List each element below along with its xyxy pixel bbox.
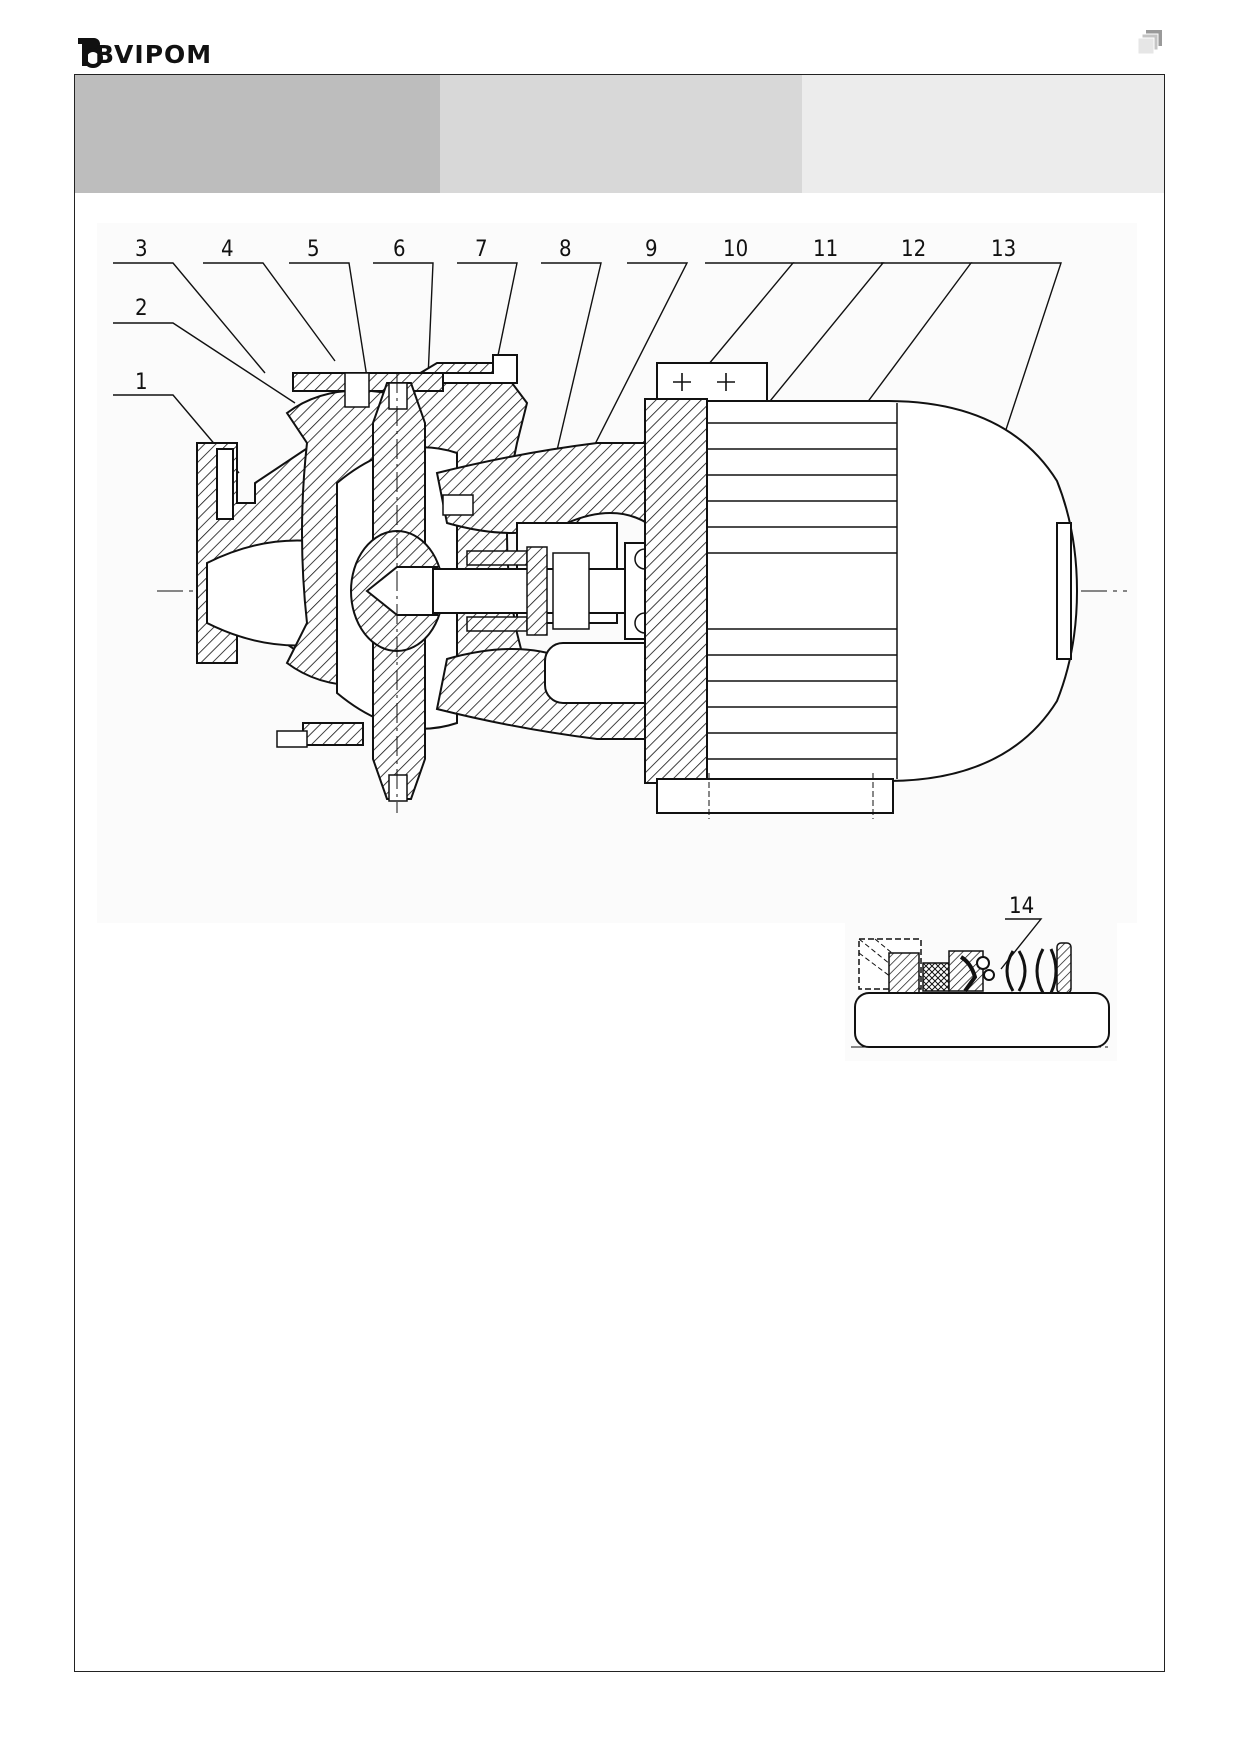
header-band-1	[75, 75, 440, 193]
header-band-2	[440, 75, 802, 193]
callout-3: 3	[135, 237, 148, 262]
callout-labels: 3 4 5 6 7 8 9 10 11 12 13 2 1	[135, 237, 1016, 395]
callout-12: 12	[901, 237, 926, 262]
impeller	[350, 373, 444, 813]
callout-2: 2	[135, 296, 148, 321]
motor-cooling-fins	[707, 403, 898, 779]
pump-cross-section-drawing: 3 4 5 6 7 8 9 10 11 12 13 2 1	[97, 223, 1137, 923]
mechanical-seal-detail-drawing: 14	[845, 891, 1117, 1061]
callout-4: 4	[221, 237, 234, 262]
callout-13: 13	[991, 237, 1016, 262]
callout-8: 8	[559, 237, 572, 262]
page-stack-icon	[1137, 30, 1162, 55]
header-band-3	[802, 75, 1164, 193]
motor	[644, 362, 1079, 819]
callout-9: 9	[645, 237, 658, 262]
callout-1: 1	[135, 370, 148, 395]
callout-14: 14	[1009, 894, 1034, 919]
brand-logo-text: BVIPOM	[95, 40, 213, 69]
callout-11: 11	[813, 237, 838, 262]
brand-logo	[78, 38, 103, 68]
callout-10: 10	[723, 237, 748, 262]
callout-5: 5	[307, 237, 320, 262]
callout-7: 7	[475, 237, 488, 262]
page-frame: 3 4 5 6 7 8 9 10 11 12 13 2 1	[74, 74, 1165, 1672]
callout-6: 6	[393, 237, 406, 262]
